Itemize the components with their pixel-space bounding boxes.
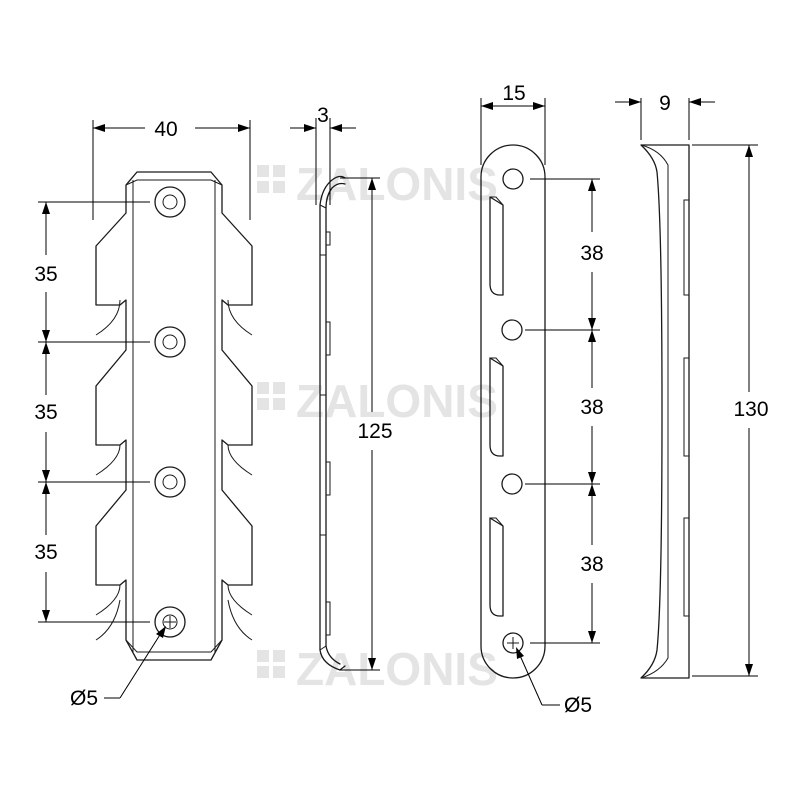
left-spacing-label-3: 35	[34, 541, 57, 564]
right-spacing-label-1: 38	[580, 242, 603, 265]
left-hole-diameter-callout: Ø5	[70, 626, 166, 710]
left-plate-front-view	[95, 171, 253, 661]
watermark-bottom: ZALONIS	[257, 643, 498, 695]
left-height-label: 125	[357, 420, 392, 443]
left-width-label: 40	[154, 118, 177, 141]
right-thickness-dimension: 9	[615, 92, 715, 140]
right-plate-hole-4	[502, 632, 524, 654]
watermark-middle: ZALONIS	[257, 375, 498, 427]
right-plate-hole-3	[501, 473, 523, 495]
left-thickness-dimension: 3	[290, 104, 356, 205]
right-plate-hole-2	[501, 319, 523, 341]
right-spacing-label-3: 38	[580, 553, 603, 576]
right-height-label: 130	[733, 398, 768, 421]
right-spacing-dimensions: 38 38 38	[525, 178, 604, 644]
left-plate-hole-1	[154, 186, 186, 218]
left-width-dimension: 40	[92, 118, 251, 220]
left-spacing-label-1: 35	[34, 263, 57, 286]
right-plate-front-view	[480, 144, 546, 679]
right-width-label: 15	[502, 82, 525, 105]
right-hole-diameter-callout: Ø5	[516, 647, 592, 717]
left-spacing-dimensions: 35 35 35	[34, 201, 150, 623]
watermark-text: ZALONIS	[296, 643, 498, 695]
left-plate-hole-3	[154, 466, 186, 498]
left-plate-hole-2	[154, 326, 186, 358]
right-spacing-label-2: 38	[580, 396, 603, 419]
left-height-dimension: 125	[340, 177, 393, 671]
right-width-dimension: 15	[480, 82, 546, 165]
right-thickness-label: 9	[659, 92, 671, 115]
right-hole-diameter-label: Ø5	[564, 694, 592, 717]
left-plate-side-view	[319, 175, 346, 671]
left-hole-diameter-label: Ø5	[70, 687, 98, 710]
right-plate-hole-1	[502, 168, 524, 190]
left-thickness-label: 3	[317, 104, 329, 127]
left-plate-hole-4	[154, 606, 186, 638]
watermark-text: ZALONIS	[296, 375, 498, 427]
watermark-top: ZALONIS	[257, 158, 498, 210]
right-plate-side-view	[640, 144, 690, 679]
left-spacing-label-2: 35	[34, 401, 57, 424]
right-height-dimension: 130	[692, 144, 769, 677]
